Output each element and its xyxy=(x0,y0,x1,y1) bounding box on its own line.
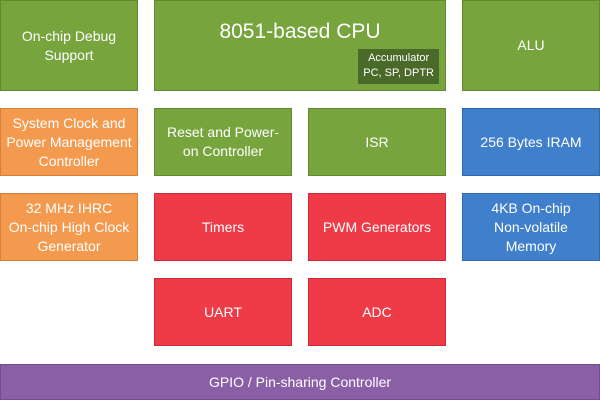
nvm-label: 4KB On-chip Non-volatile Memory xyxy=(491,199,571,254)
debug-support-label: On-chip Debug Support xyxy=(21,27,117,63)
adc-label: ADC xyxy=(362,303,392,320)
iram-label: 256 Bytes IRAM xyxy=(480,133,582,150)
ihrc-label: 32 MHz IHRC On-chip High Clock Generator xyxy=(8,199,130,254)
gpio-controller-label: GPIO / Pin-sharing Controller xyxy=(208,373,392,390)
cpu-registers-label: Accumulator PC, SP, DPTR xyxy=(363,52,434,79)
debug-support-block: On-chip Debug Support xyxy=(0,0,138,91)
cpu-registers-box: Accumulator PC, SP, DPTR xyxy=(358,49,439,84)
reset-controller-label: Reset and Power- on Controller xyxy=(166,124,280,159)
pwm-block: PWM Generators xyxy=(308,193,446,261)
isr-block: ISR xyxy=(308,108,446,176)
timers-block: Timers xyxy=(154,193,292,261)
gpio-controller-bar: GPIO / Pin-sharing Controller xyxy=(0,364,600,400)
system-clock-block: System Clock and Power Management Contro… xyxy=(0,108,138,176)
adc-block: ADC xyxy=(308,278,446,346)
alu-block: ALU xyxy=(462,0,600,91)
nvm-block: 4KB On-chip Non-volatile Memory xyxy=(462,193,600,261)
ihrc-block: 32 MHz IHRC On-chip High Clock Generator xyxy=(0,193,138,261)
isr-label: ISR xyxy=(365,133,389,150)
iram-block: 256 Bytes IRAM xyxy=(462,108,600,176)
system-clock-label: System Clock and Power Management Contro… xyxy=(6,114,132,169)
reset-controller-block: Reset and Power- on Controller xyxy=(154,108,292,176)
cpu-label: 8051-based CPU xyxy=(219,20,381,43)
uart-label: UART xyxy=(204,303,242,320)
pwm-label: PWM Generators xyxy=(322,218,432,235)
cpu-block: 8051-based CPU Accumulator PC, SP, DPTR xyxy=(154,0,446,91)
uart-block: UART xyxy=(154,278,292,346)
alu-label: ALU xyxy=(517,37,545,53)
timers-label: Timers xyxy=(201,218,245,235)
